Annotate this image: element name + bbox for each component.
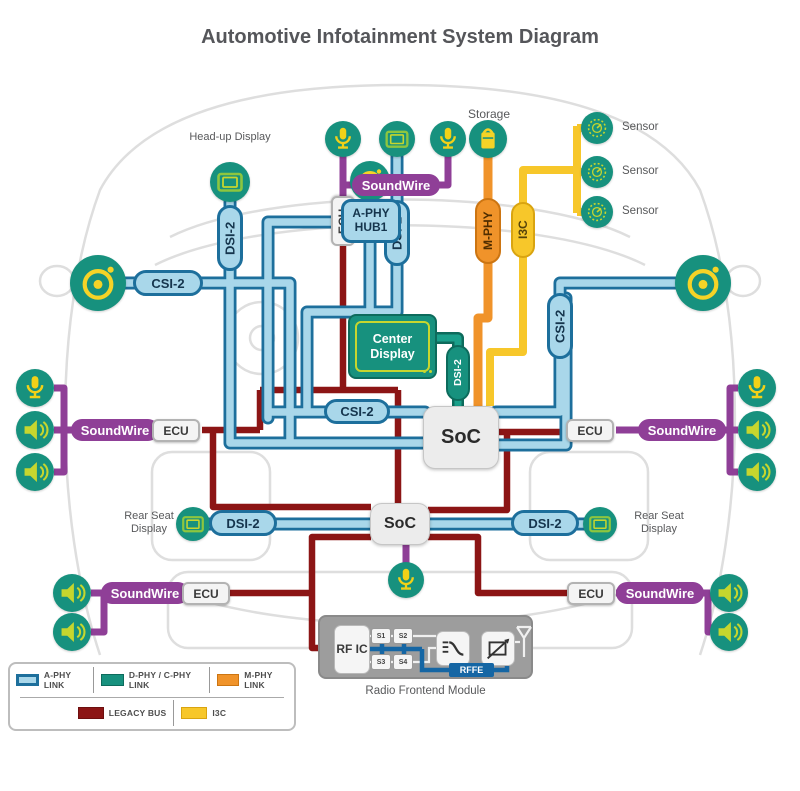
right-speaker-icon-2 [738,453,776,491]
soundwire-left-capsule: SoundWire [71,419,159,441]
rear-seat-display-right-label: Rear Seat Display [634,510,684,535]
rear-seat-display-left-label: Rear Seat Display [124,510,174,535]
rear-seat-display-right-icon [583,507,617,541]
rear-left-speaker-icon-1 [53,574,91,612]
left-speaker-icon-2 [16,453,54,491]
switch-s1: S1 [371,628,391,644]
radio-frontend-module-box: RF IC S1 S2 S3 S4 RFFE [318,615,533,679]
antenna-tuner-icon [487,638,510,660]
legend-item-dphy: D-PHY / C-PHY LINK [101,670,202,690]
head-up-display-icon [210,162,250,202]
rear-seat-display-left-icon [176,507,210,541]
switch-s4: S4 [393,654,413,670]
sensor-label-2: Sensor [622,165,659,177]
soundwire-rear-left-capsule: SoundWire [101,582,189,604]
left-speaker-icon-1 [16,411,54,449]
switch-s2: S2 [393,628,413,644]
rear-left-speaker-icon-2 [53,613,91,651]
csi2-left-capsule: CSI-2 [133,270,203,296]
legend-legacy-label: LEGACY BUS [108,708,167,719]
center-display-label: Center Display [355,321,430,372]
aphy-swatch [16,673,39,686]
sensor-label-1: Sensor [622,121,659,133]
left-mirror-camera-icon [70,255,126,311]
rear-right-speaker-icon-1 [710,574,748,612]
csi2-trunk-capsule: CSI-2 [324,399,390,424]
soundwire-top-capsule: SoundWire [352,174,440,196]
rf-switch-icon [442,641,464,656]
legend-rule [20,696,284,698]
switch-s3: S3 [371,654,391,670]
cabin-mic-icon-left [325,121,361,157]
ecu-rear-left: ECU [182,582,230,605]
legend-item-i3c: I3C [181,707,227,720]
center-display-dots [423,370,426,373]
dsi2-rear-left-capsule: DSI-2 [209,510,277,536]
dphy-swatch [101,673,124,686]
soundwire-rear-right-capsule: SoundWire [616,582,704,604]
legend-item-mphy: M-PHY LINK [216,669,288,690]
center-display-box: Center Display [348,314,437,379]
ecu-rear-right: ECU [567,582,615,605]
sensor-icon-3 [581,196,613,228]
dsi2-center-display-capsule: DSI-2 [446,345,470,401]
right-mirror-camera-icon [675,255,731,311]
legend-i3c-label: I3C [212,708,227,719]
right-speaker-icon-1 [738,411,776,449]
rffe-label: RFFE [449,663,494,677]
dsi2-rear-right-capsule: DSI-2 [511,510,579,536]
aphy-hub1-box: A-PHY HUB1 [341,199,401,243]
head-up-display-label: Head-up Display [189,131,271,143]
storage-label: Storage [467,107,511,121]
legend-item-legacy: LEGACY BUS [77,707,167,720]
dsi2-hud-capsule: DSI-2 [217,205,243,271]
rear-right-speaker-icon-2 [710,613,748,651]
sensor-icon-2 [581,156,613,188]
legend-divider [173,700,175,727]
legend-dphy-label: D-PHY / C-PHY LINK [128,669,192,690]
legend-row-2: LEGACY BUS I3C [10,698,294,730]
legend-item-aphy: A-PHY LINK [16,670,86,690]
i3c-swatch [181,707,208,720]
antenna-tuner-box [481,631,515,666]
legacy-swatch [77,707,104,720]
legend-mphy-label: M-PHY LINK [244,669,273,690]
soundwire-right-capsule: SoundWire [638,419,726,441]
i3c-capsule: I3C [511,202,535,258]
storage-icon [469,120,507,158]
ecu-left: ECU [152,419,200,442]
radio-frontend-module-label: Radio Frontend Module [365,685,486,697]
page-title: Automotive Infotainment System Diagram [201,26,599,48]
rf-switch-box [436,631,470,666]
right-mic-icon [738,369,776,407]
soc-main-box: SoC [423,406,499,469]
soc-secondary-box: SoC [370,503,430,545]
legend-box: A-PHY LINK D-PHY / C-PHY LINK M-PHY LINK… [8,662,296,731]
sensor-label-3: Sensor [622,205,659,217]
rf-ic-box: RF IC [334,625,370,674]
mphy-swatch [216,673,240,686]
left-mic-icon [16,369,54,407]
legend-divider [93,666,95,693]
csi2-right-capsule: CSI-2 [547,293,573,359]
mphy-capsule: M-PHY [475,198,501,264]
top-display-icon [379,121,415,157]
rear-mic-icon [388,562,424,598]
legend-divider [208,666,210,693]
legend-aphy-label: A-PHY LINK [43,669,72,690]
cabin-mic-icon-right [430,121,466,157]
legend-row-1: A-PHY LINK D-PHY / C-PHY LINK M-PHY LINK [10,664,294,696]
sensor-icon-1 [581,112,613,144]
ecu-right: ECU [566,419,614,442]
